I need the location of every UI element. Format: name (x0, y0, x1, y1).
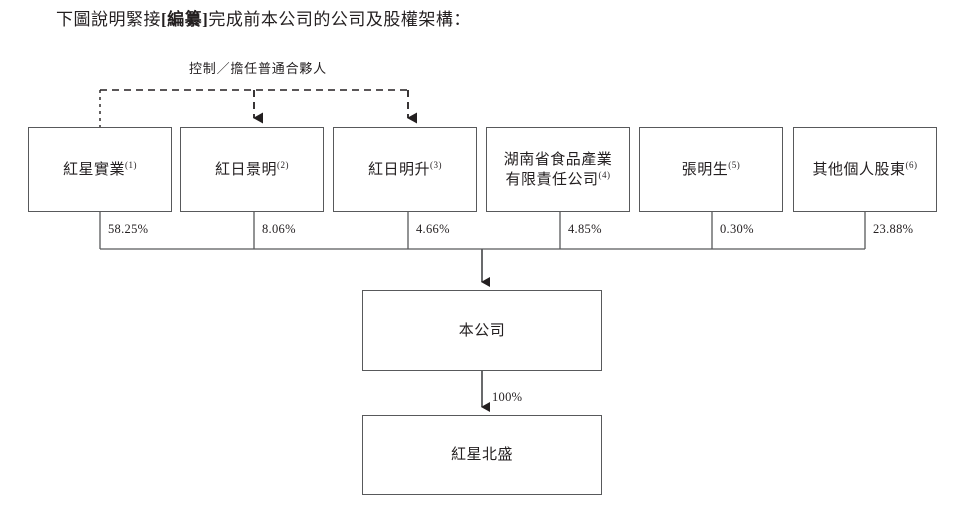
page-title: 下圖說明緊接[編纂]完成前本公司的公司及股權架構： (56, 8, 471, 32)
node-shareholder-5-text: 張明生(5) (682, 160, 741, 180)
node-shareholder-3-note: (3) (430, 159, 442, 170)
node-shareholder-1-name: 紅星實業 (62, 161, 125, 178)
percent-shareholder-4: 4.85% (568, 222, 602, 236)
node-shareholder-4[interactable]: 湖南省食品產業有限責任公司(4) (486, 127, 630, 212)
node-shareholder-5-note: (5) (728, 159, 741, 170)
node-shareholder-2-note: (2) (277, 159, 289, 170)
node-shareholder-2-text: 紅日景明(2) (215, 160, 289, 180)
node-shareholder-3-name: 紅日明升 (367, 161, 430, 178)
percent-subsidiary: 100% (492, 390, 523, 404)
node-shareholder-6-text: 其他個人股東(6) (812, 160, 917, 180)
percent-shareholder-5: 0.30% (720, 222, 754, 236)
percent-shareholder-2: 8.06% (262, 222, 296, 236)
node-shareholder-1-text: 紅星實業(1) (63, 160, 137, 180)
node-company[interactable]: 本公司 (362, 290, 602, 371)
percent-shareholder-6: 23.88% (873, 222, 914, 236)
page-title-before: 下圖說明緊接 (56, 10, 161, 29)
node-shareholder-4-name-line2: 有限責任公司 (505, 171, 599, 188)
node-shareholder-6[interactable]: 其他個人股東(6) (793, 127, 937, 212)
node-shareholder-4-text: 湖南省食品產業有限責任公司(4) (504, 150, 613, 190)
node-shareholder-6-name: 其他個人股東 (812, 161, 906, 178)
node-shareholder-5[interactable]: 張明生(5) (639, 127, 783, 212)
control-relationship-label: 控制／擔任普通合夥人 (188, 61, 327, 76)
node-shareholder-5-name: 張明生 (681, 161, 729, 178)
percent-shareholder-3: 4.66% (416, 222, 450, 236)
node-shareholder-6-note: (6) (905, 159, 918, 170)
percent-shareholder-1: 58.25% (108, 222, 149, 236)
node-company-name: 本公司 (458, 322, 506, 339)
page-title-emphasis: [編纂] (161, 10, 209, 29)
node-subsidiary[interactable]: 紅星北盛 (362, 415, 602, 495)
node-shareholder-2[interactable]: 紅日景明(2) (180, 127, 324, 212)
node-shareholder-1[interactable]: 紅星實業(1) (28, 127, 172, 212)
page-title-after: 完成前本公司的公司及股權架構： (208, 10, 471, 29)
node-shareholder-2-name: 紅日景明 (214, 161, 277, 178)
node-shareholder-3[interactable]: 紅日明升(3) (333, 127, 477, 212)
node-subsidiary-name: 紅星北盛 (450, 447, 513, 463)
node-shareholder-4-name-line1: 湖南省食品產業 (503, 151, 613, 168)
node-shareholder-1-note: (1) (125, 159, 137, 170)
node-shareholder-3-text: 紅日明升(3) (368, 160, 442, 180)
node-shareholder-4-note: (4) (598, 169, 611, 180)
